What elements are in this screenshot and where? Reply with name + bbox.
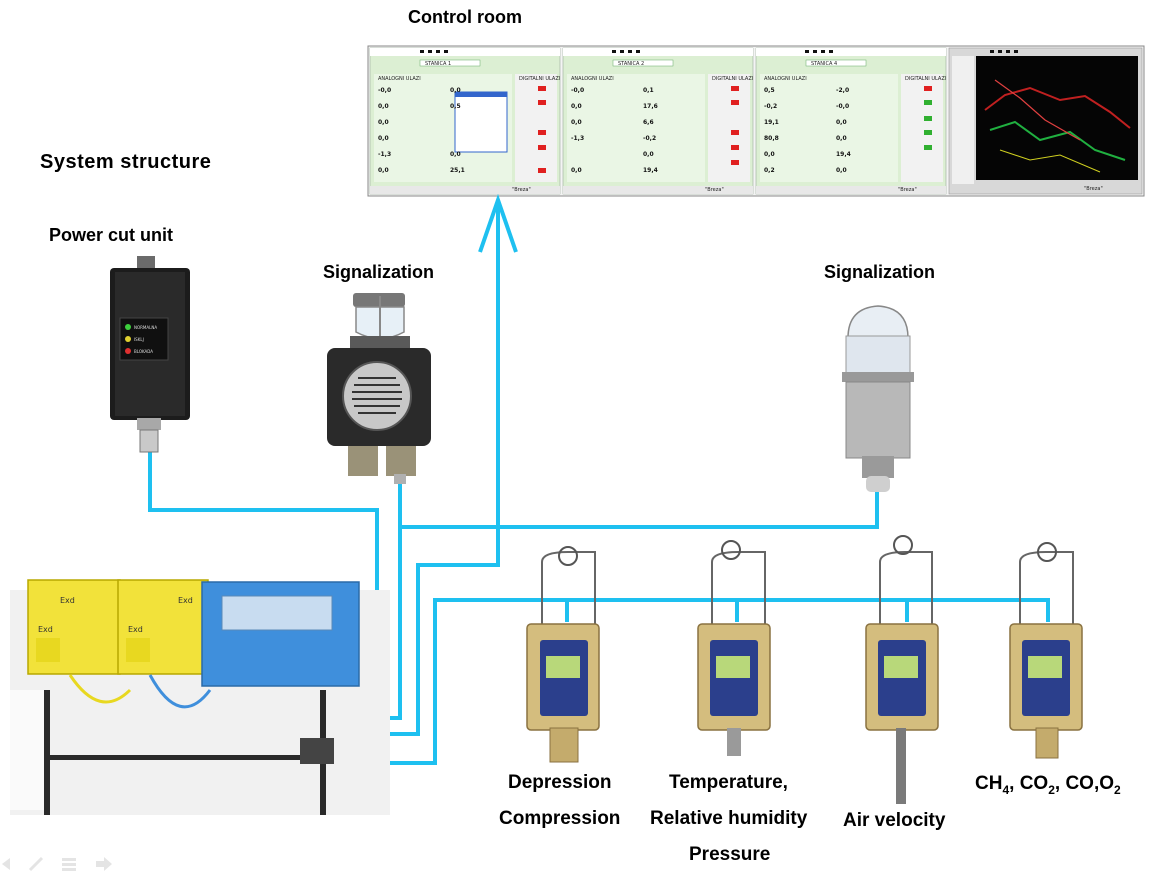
signalization-label-1: Signalization xyxy=(323,262,435,282)
reading: 17,6 xyxy=(643,103,658,110)
screen-2-station: STANICA 2 xyxy=(618,61,644,67)
pen-icon[interactable] xyxy=(28,856,44,872)
sensor-air-velocity xyxy=(865,535,939,804)
reading: 0,0 xyxy=(643,151,654,158)
reading: 0,0 xyxy=(571,119,582,126)
reading: 0,0 xyxy=(571,103,582,110)
screen-2-brand: "Breza" xyxy=(705,187,724,193)
lamp-label-block: BLOKADA xyxy=(134,349,153,354)
reading: 0,0 xyxy=(571,167,582,174)
power-cut-unit-label: Power cut unit xyxy=(49,225,174,245)
screen-3-left-header: ANALOGNI ULAZI xyxy=(764,76,807,82)
reading: 25,1 xyxy=(450,167,465,174)
central-unit xyxy=(10,579,390,815)
sensor-label-pressure: Pressure xyxy=(689,844,771,865)
reading: 0,0 xyxy=(378,119,389,126)
sensor-label-compression: Compression xyxy=(499,808,621,829)
power-cut-unit xyxy=(110,256,190,453)
gas-o2-sub: 2 xyxy=(1114,782,1121,797)
reading: 6,6 xyxy=(643,119,654,126)
reading: 0,0 xyxy=(836,167,847,174)
screen-panel-map xyxy=(948,47,1143,195)
reading: 0,1 xyxy=(643,87,654,94)
reading: -0,0 xyxy=(571,87,584,94)
reading: 0,2 xyxy=(764,167,775,174)
control-room-label: Control room xyxy=(408,7,522,27)
reading: -0,2 xyxy=(764,103,777,110)
screen-3-right-header: DIGITALNI ULAZI xyxy=(905,76,946,82)
gas-ch-sub: 4 xyxy=(1002,782,1010,797)
screen-panel-3 xyxy=(755,47,947,195)
signalization-siren xyxy=(327,293,431,484)
reading: 0,0 xyxy=(378,167,389,174)
screen-map-brand: "Breza" xyxy=(1084,186,1103,192)
gas-co2-sub: 2 xyxy=(1048,782,1055,797)
reading: -0,0 xyxy=(378,87,391,94)
gas-ch: CH xyxy=(975,773,1003,794)
reading: 0,0 xyxy=(836,119,847,126)
reading: 0,0 xyxy=(450,87,461,94)
screen-3-brand: "Breza" xyxy=(898,187,917,193)
screen-1-right-header: DIGITALNI ULAZI xyxy=(519,76,560,82)
lamp-label-off: ISKLJ xyxy=(134,337,144,342)
signalization-label-2: Signalization xyxy=(824,262,936,282)
signalization-lamp xyxy=(842,305,914,492)
reading: 0,0 xyxy=(378,103,389,110)
reading: 19,1 xyxy=(764,119,779,126)
gas-co2: , CO xyxy=(1009,773,1049,794)
reading: -0,0 xyxy=(836,103,849,110)
ex-label: Exd xyxy=(128,625,143,634)
ex-label: Exd xyxy=(38,625,53,634)
screen-panel-2 xyxy=(562,47,754,195)
reading: 0,5 xyxy=(450,103,461,110)
slideshow-controls xyxy=(2,856,112,872)
screen-1-station: STANICA 1 xyxy=(425,61,451,67)
reading: 0,0 xyxy=(450,151,461,158)
reading: 0,0 xyxy=(764,151,775,158)
reading: 19,4 xyxy=(836,151,851,158)
reading: -2,0 xyxy=(836,87,849,94)
gas-rest: , CO,O xyxy=(1054,773,1115,794)
reading: 0,5 xyxy=(764,87,775,94)
ex-label: Exd xyxy=(178,596,193,605)
previous-slide-icon[interactable] xyxy=(2,858,10,870)
reading: 80,8 xyxy=(764,135,779,142)
ex-label: Exd xyxy=(60,596,75,605)
sensor-temperature xyxy=(697,540,771,756)
sensor-label-humidity: Relative humidity xyxy=(650,808,808,829)
reading: -1,3 xyxy=(571,135,584,142)
arrow-to-control-room xyxy=(478,193,518,253)
sensor-label-depression: Depression xyxy=(508,772,612,793)
page-title: System structure xyxy=(40,151,212,173)
next-slide-icon[interactable] xyxy=(96,857,112,871)
screen-1-left-header: ANALOGNI ULAZI xyxy=(378,76,421,82)
menu-icon[interactable] xyxy=(62,858,76,871)
sensor-label-temperature: Temperature, xyxy=(669,772,788,793)
reading: 19,4 xyxy=(643,167,658,174)
screen-1-brand: "Breza" xyxy=(512,187,531,193)
reading: 0,0 xyxy=(378,135,389,142)
screen-2-right-header: DIGITALNI ULAZI xyxy=(712,76,753,82)
sensor-gas xyxy=(1009,542,1083,759)
sensor-depression xyxy=(526,546,600,763)
sensor-label-air-velocity: Air velocity xyxy=(843,810,946,831)
reading: -1,3 xyxy=(378,151,391,158)
reading: 0,0 xyxy=(836,135,847,142)
control-room-screens xyxy=(367,45,1145,197)
sensor-label-gas: CH4, CO2, CO,O2 xyxy=(975,773,1121,797)
reading: -0,2 xyxy=(643,135,656,142)
screen-3-station: STANICA 4 xyxy=(811,61,837,67)
lamp-label-normal: NORMALNA xyxy=(134,325,157,330)
screen-2-left-header: ANALOGNI ULAZI xyxy=(571,76,614,82)
